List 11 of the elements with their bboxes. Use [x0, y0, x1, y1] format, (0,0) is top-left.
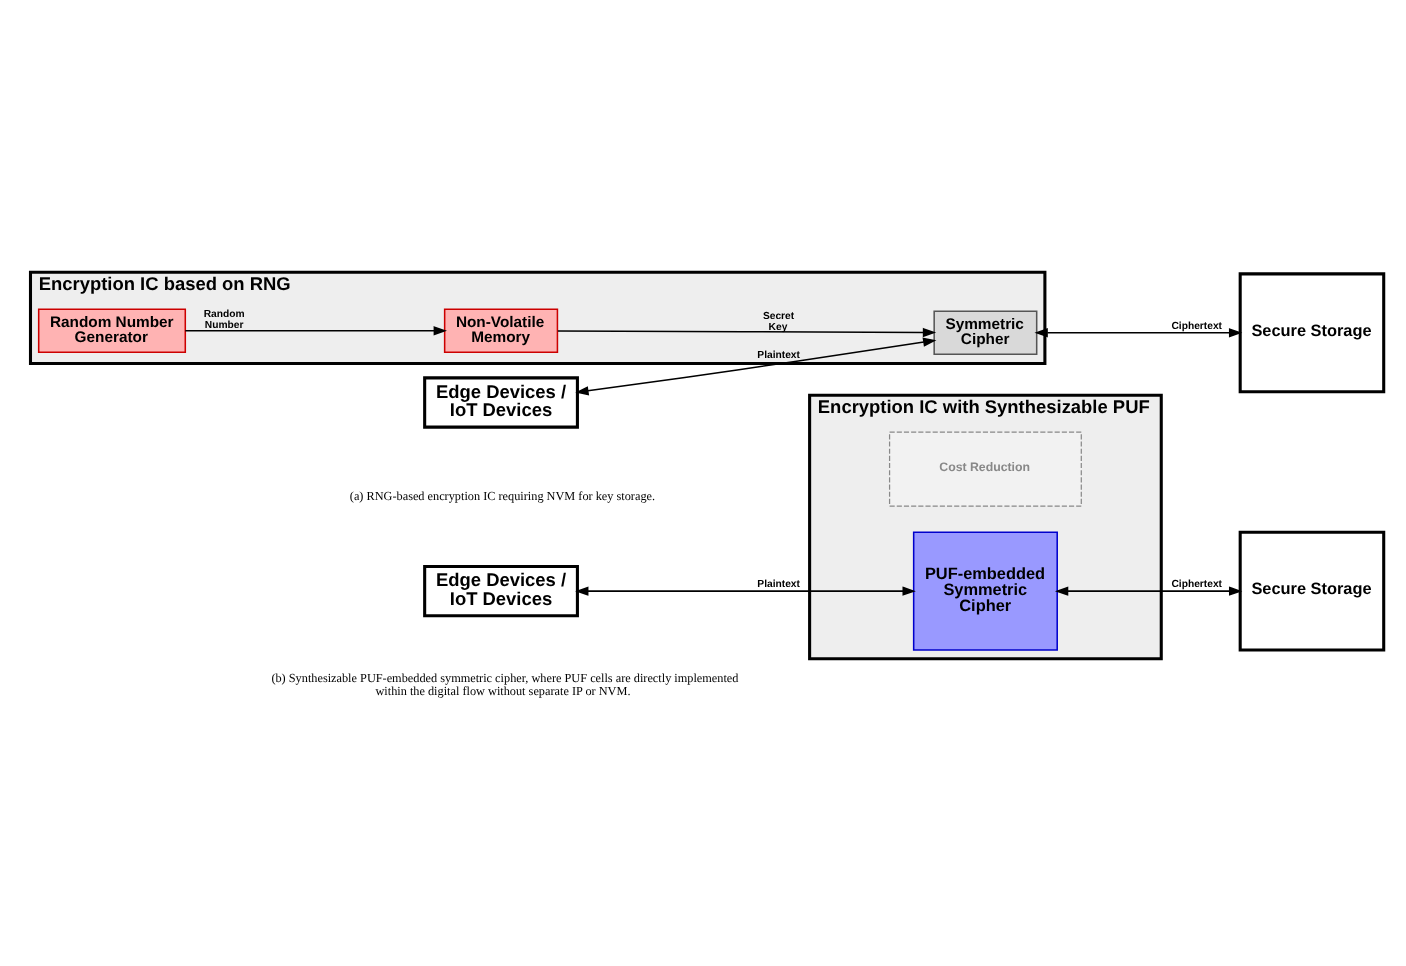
- arrow: [1054, 585, 1243, 595]
- node-box: Secure Storage: [1238, 529, 1386, 651]
- node-box: PUF-embedded Symmetric Cipher: [912, 530, 1058, 650]
- arrow: [557, 326, 937, 337]
- arrow: [575, 585, 916, 595]
- arrow: [184, 325, 447, 335]
- node-box: Edge Devices / IoT Devices: [423, 375, 579, 428]
- arrow: [1034, 327, 1243, 337]
- node-box: Secure Storage: [1238, 271, 1386, 393]
- node-box: Edge Devices / IoT Devices: [423, 564, 579, 617]
- arrow: [575, 336, 937, 395]
